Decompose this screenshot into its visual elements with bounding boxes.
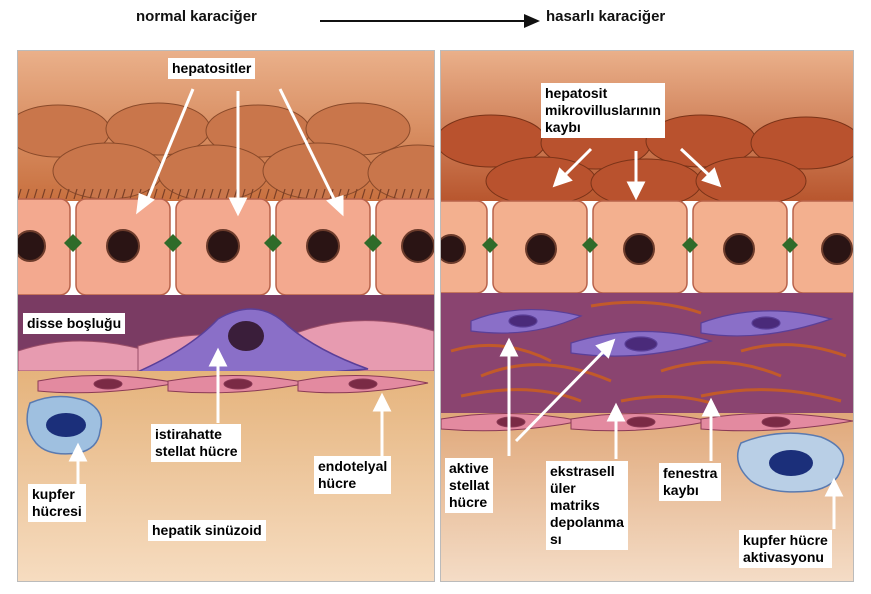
stellate-nucleus (228, 321, 264, 351)
damaged-liver-panel: hepatosit mikrovilluslarının kaybı aktiv… (440, 50, 854, 582)
label-ecm-deposition: ekstrasell üler matriks depolanma sı (546, 461, 628, 550)
label-hepatic-sinusoid: hepatik sinüzoid (148, 520, 266, 541)
kupffer-nucleus (46, 413, 86, 437)
label-resting-stellate-cell: istirahatte stellat hücre (151, 424, 241, 462)
label-microvilli-loss: hepatosit mikrovilluslarının kaybı (541, 83, 665, 138)
label-kupffer-cell: kupfer hücresi (28, 484, 86, 522)
label-space-of-disse: disse boşluğu (23, 313, 125, 334)
label-kupffer-activation: kupfer hücre aktivasyonu (739, 530, 832, 568)
normal-liver-panel: hepatositler disse boşluğu istirahatte s… (17, 50, 435, 582)
label-activated-stellate-cell: aktive stellat hücre (445, 458, 493, 513)
endothelial-cells (38, 375, 428, 392)
progression-arrow (318, 10, 544, 32)
kupffer-nucleus (769, 450, 813, 476)
header-left-title: normal karaciğer (136, 8, 257, 25)
label-endothelial-cell: endotelyal hücre (314, 456, 391, 494)
endothelial-cells (441, 413, 853, 430)
label-hepatocytes: hepatositler (168, 58, 255, 79)
label-fenestra-loss: fenestra kaybı (659, 463, 721, 501)
header-right-title: hasarlı karaciğer (546, 8, 665, 25)
